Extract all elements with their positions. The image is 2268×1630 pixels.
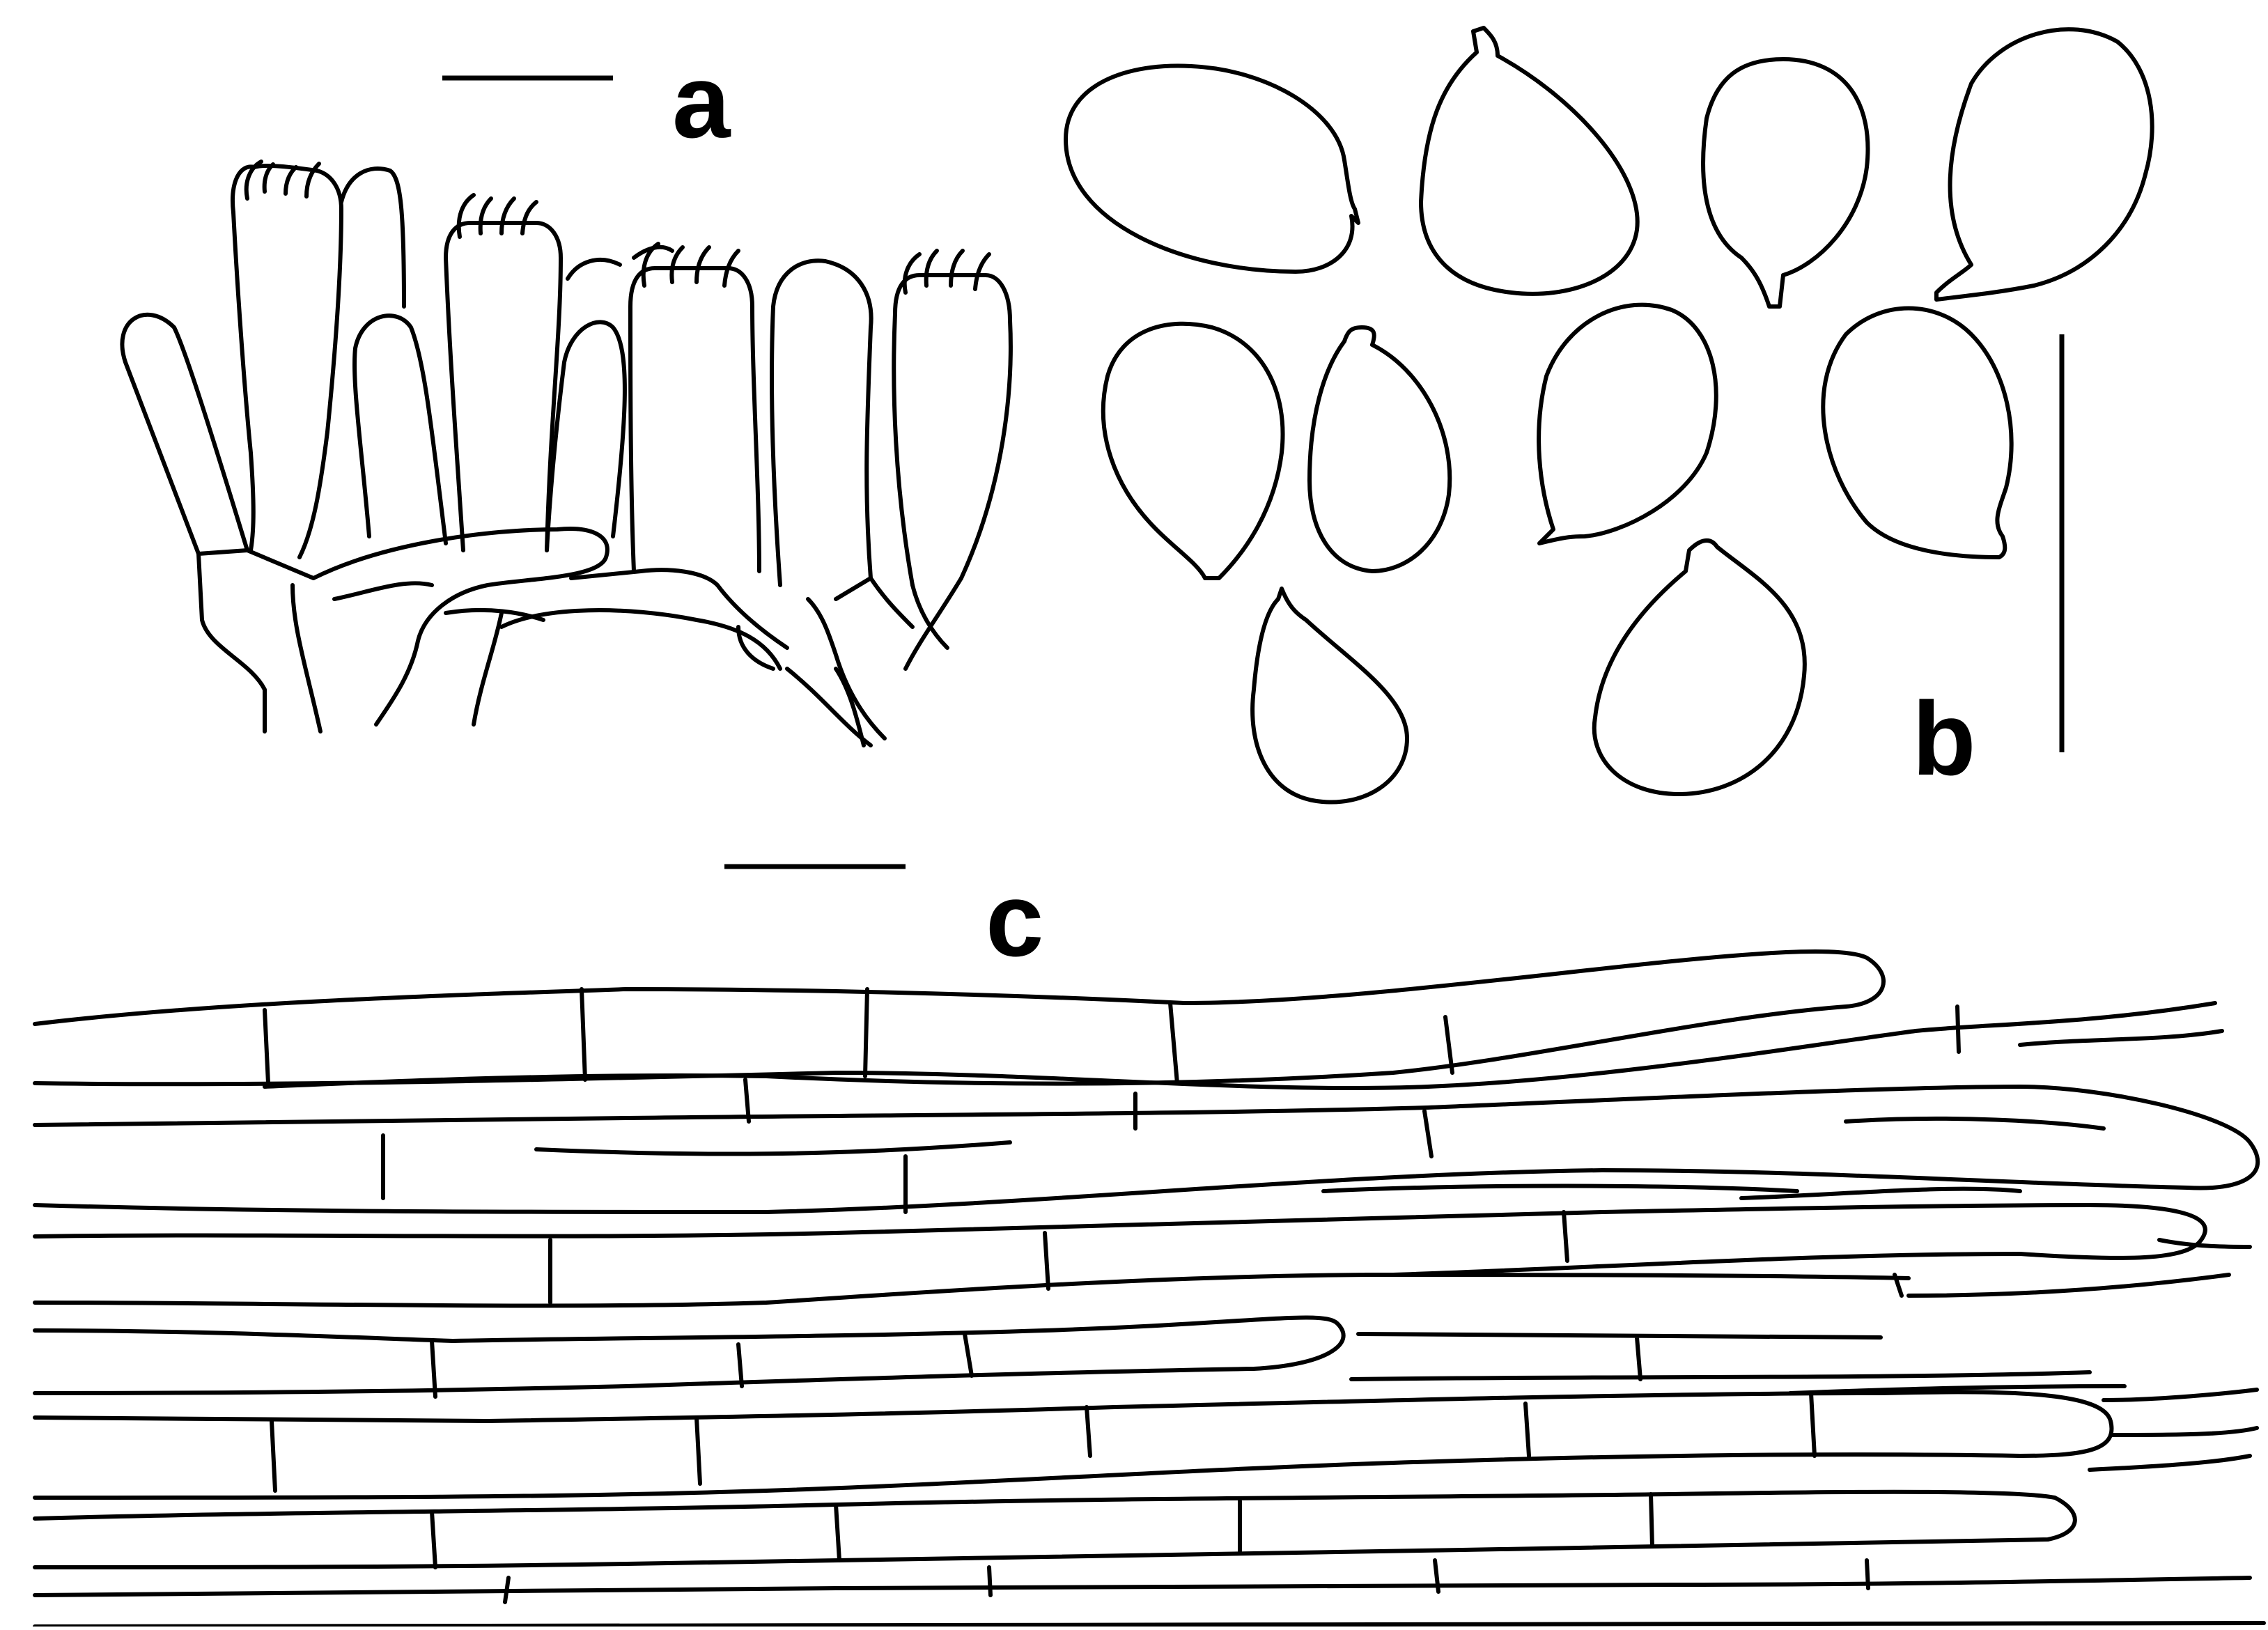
basidiole xyxy=(545,320,627,552)
spore xyxy=(1101,321,1285,580)
spore xyxy=(1701,57,1870,309)
basidiole xyxy=(770,258,873,587)
panel-label-b-text: b xyxy=(1912,680,1976,797)
spore xyxy=(1064,63,1360,274)
panel-label-c-text: c xyxy=(986,861,1044,978)
hypha xyxy=(33,1001,2217,1091)
hypha xyxy=(33,949,1886,1089)
sterigma xyxy=(456,193,538,239)
hypha xyxy=(33,1203,2207,1308)
basidium xyxy=(231,163,343,559)
hypha xyxy=(33,1576,2252,1597)
basidiole xyxy=(352,313,448,545)
hypha xyxy=(33,1315,1346,1395)
sterigma xyxy=(244,160,321,201)
spore xyxy=(1592,538,1807,796)
spore xyxy=(1821,306,2014,559)
basidium xyxy=(444,221,563,552)
hypha xyxy=(33,1085,2260,1214)
spore xyxy=(1419,26,1640,296)
panel-c-drawing xyxy=(33,864,2266,1629)
spore xyxy=(1934,27,2154,302)
panel-b-drawing xyxy=(1064,26,2154,805)
hypha xyxy=(33,1489,2077,1569)
spore xyxy=(1250,587,1409,805)
hypha xyxy=(33,1390,2114,1500)
basidiole-base xyxy=(196,548,323,734)
panel-a-drawing xyxy=(120,75,1013,747)
sterigma xyxy=(641,242,740,288)
sterigma xyxy=(902,249,991,295)
spore xyxy=(1537,302,1718,545)
basidium xyxy=(892,273,1013,587)
basidium xyxy=(628,266,761,573)
basidiole xyxy=(120,312,249,556)
subhymenium xyxy=(311,527,609,727)
spore xyxy=(1307,325,1452,573)
panel-label-a-text: a xyxy=(672,42,731,160)
